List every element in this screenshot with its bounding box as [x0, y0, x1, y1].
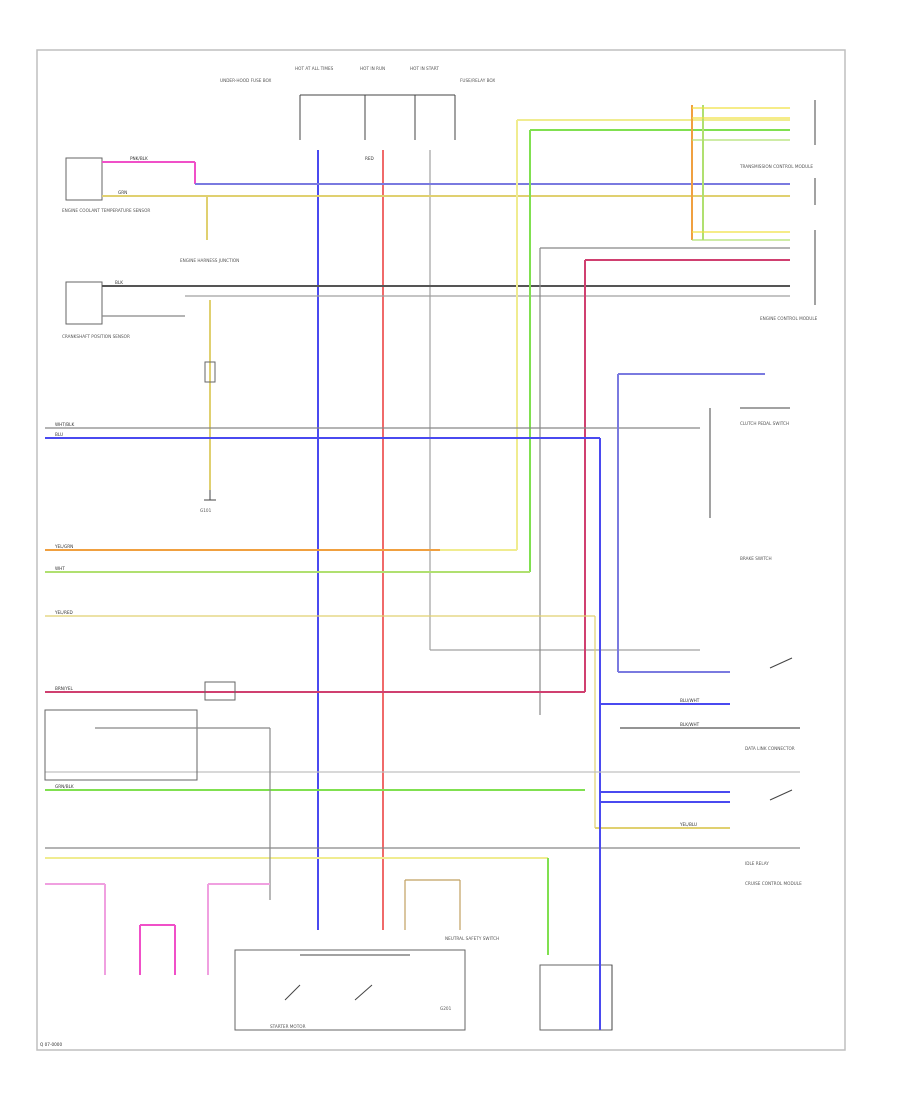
tag-pnk-blk: PNK/BLK — [130, 156, 148, 161]
tag-blk-wht: BLK/WHT — [680, 722, 700, 727]
label-fuse-top-2: HOT IN RUN — [360, 66, 385, 71]
tag-brn-yel: BRN/YEL — [55, 686, 74, 691]
label-sensor-1: ENGINE COOLANT TEMPERATURE SENSOR — [62, 208, 150, 213]
label-starter: STARTER MOTOR — [270, 1024, 306, 1029]
label-junction: ENGINE HARNESS JUNCTION — [180, 258, 239, 263]
tag-blu: BLU — [55, 432, 63, 437]
sensor-1-box — [65, 157, 103, 201]
label-tcm: TRANSMISSION CONTROL MODULE — [739, 164, 813, 169]
label-switch-1: CLUTCH PEDAL SWITCH — [740, 421, 789, 426]
tag-blu-wht: BLU/WHT — [680, 698, 700, 703]
module-box — [539, 964, 613, 1031]
junction-box-1 — [204, 681, 236, 701]
tag-grn: GRN — [118, 190, 127, 195]
label-switch-4: IDLE RELAY — [745, 861, 769, 866]
tag-wht: WHT — [55, 566, 65, 571]
sensor-2-box — [65, 281, 103, 325]
switch-1-blade — [769, 657, 793, 669]
tag-yel-grn: YEL/GRN — [54, 544, 73, 549]
starter-switch-2 — [354, 984, 373, 1001]
switch-2-blade — [769, 789, 793, 801]
tag-wht-blk: WHT/BLK — [55, 422, 74, 427]
label-fuse-top-1: HOT AT ALL TIMES — [295, 66, 334, 71]
footer-code: Q 07-0000 — [40, 1042, 62, 1047]
starter-box — [234, 949, 466, 1031]
label-neutral: NEUTRAL SAFETY SWITCH — [445, 936, 499, 941]
label-relay-box: CRUISE CONTROL MODULE — [745, 881, 802, 886]
resistor-1 — [204, 361, 216, 383]
diagram-frame — [36, 49, 846, 1051]
tag-red: RED — [365, 156, 374, 161]
tag-yel-red: YEL/RED — [54, 610, 73, 615]
label-sensor-2: CRANKSHAFT POSITION SENSOR — [62, 334, 130, 339]
label-switch-3: DATA LINK CONNECTOR — [745, 746, 795, 751]
tag-yel-blu: YEL/BLU — [679, 822, 697, 827]
label-fuse-box-left: UNDER-HOOD FUSE BOX — [220, 78, 272, 83]
label-fuse-box-right: FUSE/RELAY BOX — [460, 78, 495, 83]
label-switch-2: BRAKE SWITCH — [740, 556, 772, 561]
label-fuse-top-3: HOT IN START — [410, 66, 439, 71]
label-ground-1: G101 — [200, 508, 212, 513]
tag-grn-blk: GRN/BLK — [55, 784, 74, 789]
connector-block-left — [44, 709, 198, 781]
label-ecm: ENGINE CONTROL MODULE — [760, 316, 818, 321]
tag-blk: BLK — [115, 280, 123, 285]
starter-switch-1 — [284, 984, 301, 1001]
label-ground-2: G201 — [440, 1006, 452, 1011]
